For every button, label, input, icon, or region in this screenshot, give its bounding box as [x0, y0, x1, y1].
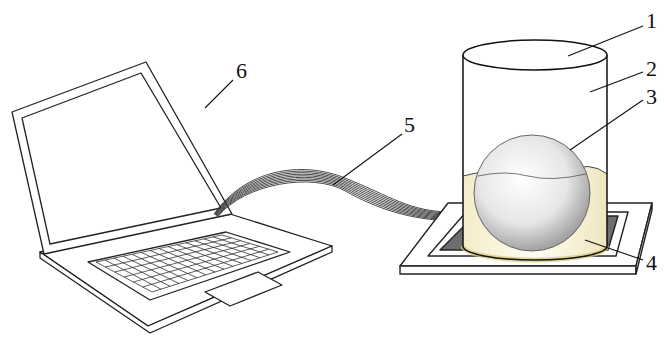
beaker — [463, 40, 607, 260]
key-column — [123, 256, 179, 283]
cable-strand — [215, 173, 452, 215]
key-column — [204, 239, 260, 258]
key-column — [168, 247, 224, 270]
cable-strand — [218, 182, 452, 221]
leader-lines — [205, 26, 643, 260]
key-column — [213, 237, 269, 255]
laptop — [12, 62, 332, 333]
key-column — [132, 254, 188, 280]
callout-number: 6 — [236, 60, 247, 82]
callout-number: 3 — [646, 86, 657, 108]
key-column — [114, 258, 170, 286]
callout-number: 1 — [646, 10, 657, 32]
key-column — [222, 235, 278, 252]
key-column — [177, 245, 233, 267]
callout-number: 4 — [646, 252, 657, 274]
callout-number: 5 — [404, 114, 415, 136]
key-column — [150, 250, 206, 274]
key-column — [141, 252, 197, 277]
key-column — [186, 243, 242, 264]
key-column — [105, 260, 161, 289]
key-column — [195, 241, 251, 261]
cable — [214, 170, 452, 221]
key-column — [159, 249, 215, 273]
keyboard-keys — [96, 235, 278, 292]
callout-number: 2 — [646, 58, 657, 80]
